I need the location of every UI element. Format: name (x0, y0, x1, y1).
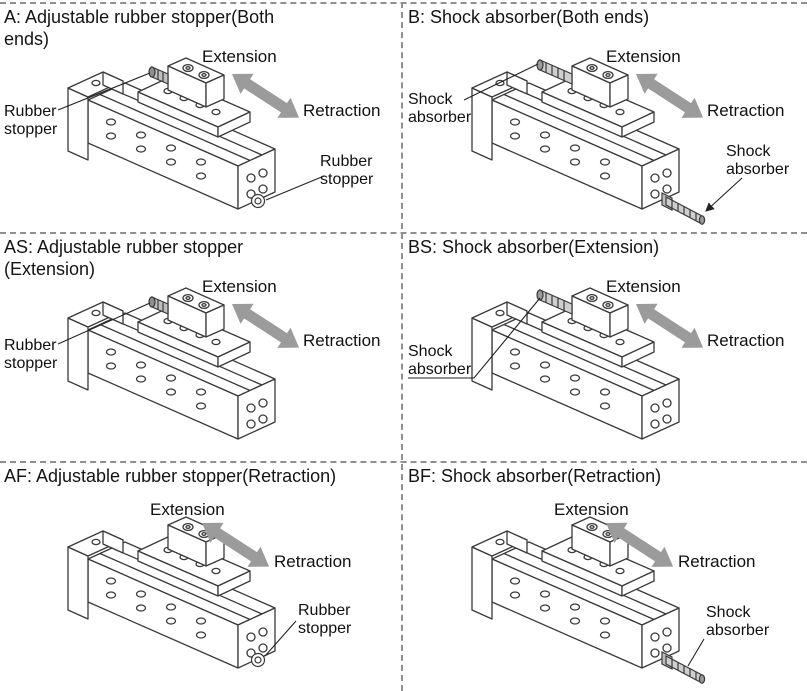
panel-b: B: Shock absorber(Both ends) Extension R… (404, 4, 807, 232)
callout-rubber-stopper-left: Rubber (4, 337, 57, 354)
rubber-stopper-retraction-part (250, 652, 266, 668)
leader-line (687, 638, 705, 667)
panel-a-title: A: Adjustable rubber stopper(Both ends) (4, 7, 275, 49)
retraction-label: Retraction (303, 331, 380, 350)
extension-label: Extension (606, 277, 681, 296)
panel-bf: BF: Shock absorber(Retraction) Extension… (404, 463, 807, 691)
leader-line (57, 72, 151, 111)
rubber-stopper-extension-part (148, 66, 169, 85)
dashed-divider-row2 (0, 461, 807, 463)
dashed-divider-vertical (401, 2, 403, 691)
dashed-divider-top (0, 2, 807, 4)
callout-rubber-stopper-right: Rubber (298, 602, 351, 619)
panel-af-drawing: Extension Retraction Rubber stopper (67, 500, 352, 669)
callout-rubber-stopper-right: stopper (320, 171, 374, 188)
leader-line (265, 175, 325, 201)
dashed-divider-row1 (0, 232, 807, 234)
retraction-label: Retraction (303, 101, 380, 120)
panel-b-drawing: Extension Retraction Shock absorber Shoc… (408, 47, 790, 225)
extension-label: Extension (202, 47, 277, 66)
panel-af-title: AF: Adjustable rubber stopper(Retraction… (4, 466, 337, 486)
callout-shock-absorber-right: Shock (706, 604, 751, 621)
panel-bs-drawing: Extension Retraction Shock absorber (408, 277, 784, 440)
retraction-label: Retraction (678, 552, 755, 571)
leader-line (264, 620, 297, 657)
callout-shock-absorber-right: Shock (726, 143, 771, 160)
callout-rubber-stopper-left: stopper (4, 121, 58, 138)
panel-bf-title: BF: Shock absorber(Retraction) (408, 466, 662, 486)
rubber-stopper-extension-part (148, 296, 169, 315)
leader-line (463, 63, 539, 101)
panel-a-drawing: Extension Retraction Rubber stopper Rubb… (4, 47, 380, 210)
panel-bs: BS: Shock absorber(Extension) Extension … (404, 234, 807, 461)
panel-a: A: Adjustable rubber stopper(Both ends) … (0, 4, 400, 232)
callout-rubber-stopper-left: stopper (4, 355, 58, 372)
retraction-label: Retraction (707, 331, 784, 350)
callout-rubber-stopper-left: Rubber (4, 103, 57, 120)
callout-shock-absorber-right: absorber (706, 622, 770, 639)
leader-line (57, 302, 151, 345)
shock-absorber-extension-part (536, 59, 573, 85)
panel-as-drawing: Extension Retraction Rubber stopper (4, 277, 380, 440)
callout-shock-absorber-left: absorber (408, 361, 472, 378)
panel-as: AS: Adjustable rubber stopper (Extension… (0, 234, 400, 461)
slide-cylinder-body (67, 516, 276, 669)
shock-absorber-retraction-part (661, 192, 706, 225)
retraction-label: Retraction (707, 101, 784, 120)
callout-rubber-stopper-right: stopper (298, 620, 352, 637)
extension-label: Extension (606, 47, 681, 66)
shock-absorber-extension-part (536, 289, 573, 315)
retraction-label: Retraction (274, 552, 351, 571)
callout-rubber-stopper-right: Rubber (320, 153, 373, 170)
extension-label: Extension (202, 277, 277, 296)
callout-shock-absorber-left: Shock (408, 343, 453, 360)
leader-line (408, 297, 541, 379)
extension-label: Extension (150, 500, 225, 519)
callout-shock-absorber-left: Shock (408, 91, 453, 108)
slide-cylinder-body (471, 516, 680, 669)
rubber-stopper-retraction-part (250, 193, 266, 209)
shock-absorber-retraction-part (661, 651, 706, 684)
panel-af: AF: Adjustable rubber stopper(Retraction… (0, 463, 400, 691)
panel-as-title: AS: Adjustable rubber stopper (Extension… (4, 237, 244, 279)
extension-label: Extension (554, 500, 629, 519)
panel-bf-drawing: Extension Retraction Shock absorber (471, 500, 770, 684)
callout-shock-absorber-right: absorber (726, 161, 790, 178)
panel-b-title: B: Shock absorber(Both ends) (408, 7, 650, 27)
panel-bs-title: BS: Shock absorber(Extension) (408, 237, 660, 257)
callout-shock-absorber-left: absorber (408, 109, 472, 126)
leader-line (705, 177, 743, 212)
